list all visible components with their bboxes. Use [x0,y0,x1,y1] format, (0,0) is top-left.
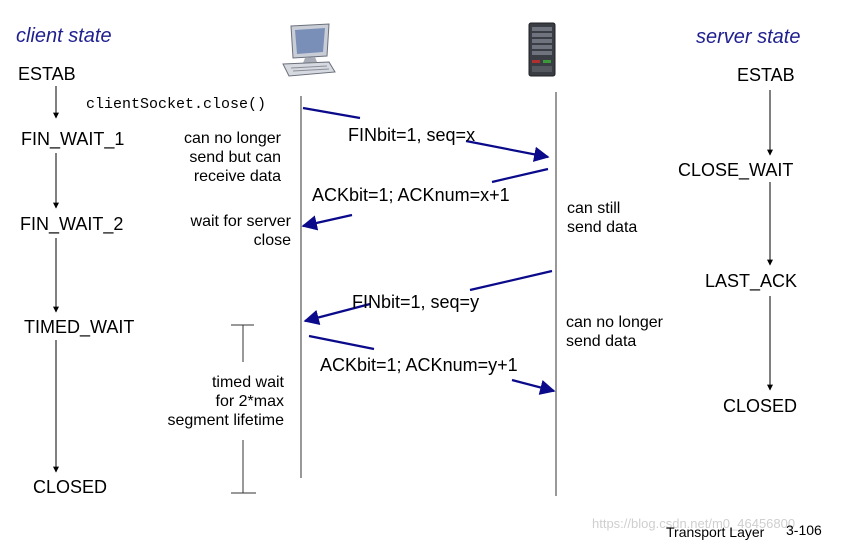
note-timed-wait: timed wait for 2*max segment lifetime [167,374,285,429]
fin2-label: FINbit=1, seq=y [352,292,480,312]
fin2-arrow-end [303,302,371,325]
client-close-call: clientSocket.close() [86,96,267,113]
client-state-closed: CLOSED [33,477,108,497]
ack2-arrow-start [308,334,375,351]
ack1-arrow-start [491,167,549,184]
note-wait-server: wait for server close [190,213,291,249]
fin2-arrow-start [469,269,553,292]
server-state-estab: ESTAB [737,65,795,85]
client-state-fin-wait-2: FIN_WAIT_2 [20,214,124,234]
server-icon [526,22,558,83]
server-state-close-wait: CLOSE_WAIT [678,160,794,180]
ack1-label: ACKbit=1; ACKnum=x+1 [312,185,510,205]
watermark: https://blog.csdn.net/m0_46456800 [592,516,796,531]
client-state-timed-wait: TIMED_WAIT [24,317,135,337]
fin1-arrow-tail [465,139,550,162]
fin1-label: FINbit=1, seq=x [348,125,476,145]
footer-page: 3-106 [786,522,822,538]
note-client-no-send: can no longer send but can receive data [184,130,281,185]
computer-icon [281,22,337,85]
server-state-closed: CLOSED [723,396,798,416]
client-state-fin-wait-1: FIN_WAIT_1 [21,129,125,149]
ack2-label: ACKbit=1; ACKnum=y+1 [320,355,518,375]
note-server-can-send: can still send data [567,200,638,236]
ack1-arrow-end [301,213,353,231]
client-state-estab: ESTAB [18,64,76,84]
client-state-header: client state [16,25,112,47]
fin1-arrow [302,106,361,120]
ack2-arrow-end [511,378,556,395]
footer-title: Transport Layer [666,524,765,540]
note-server-no-send: can no longer send data [566,314,663,350]
server-state-header: server state [696,26,801,48]
server-state-last-ack: LAST_ACK [705,271,798,291]
